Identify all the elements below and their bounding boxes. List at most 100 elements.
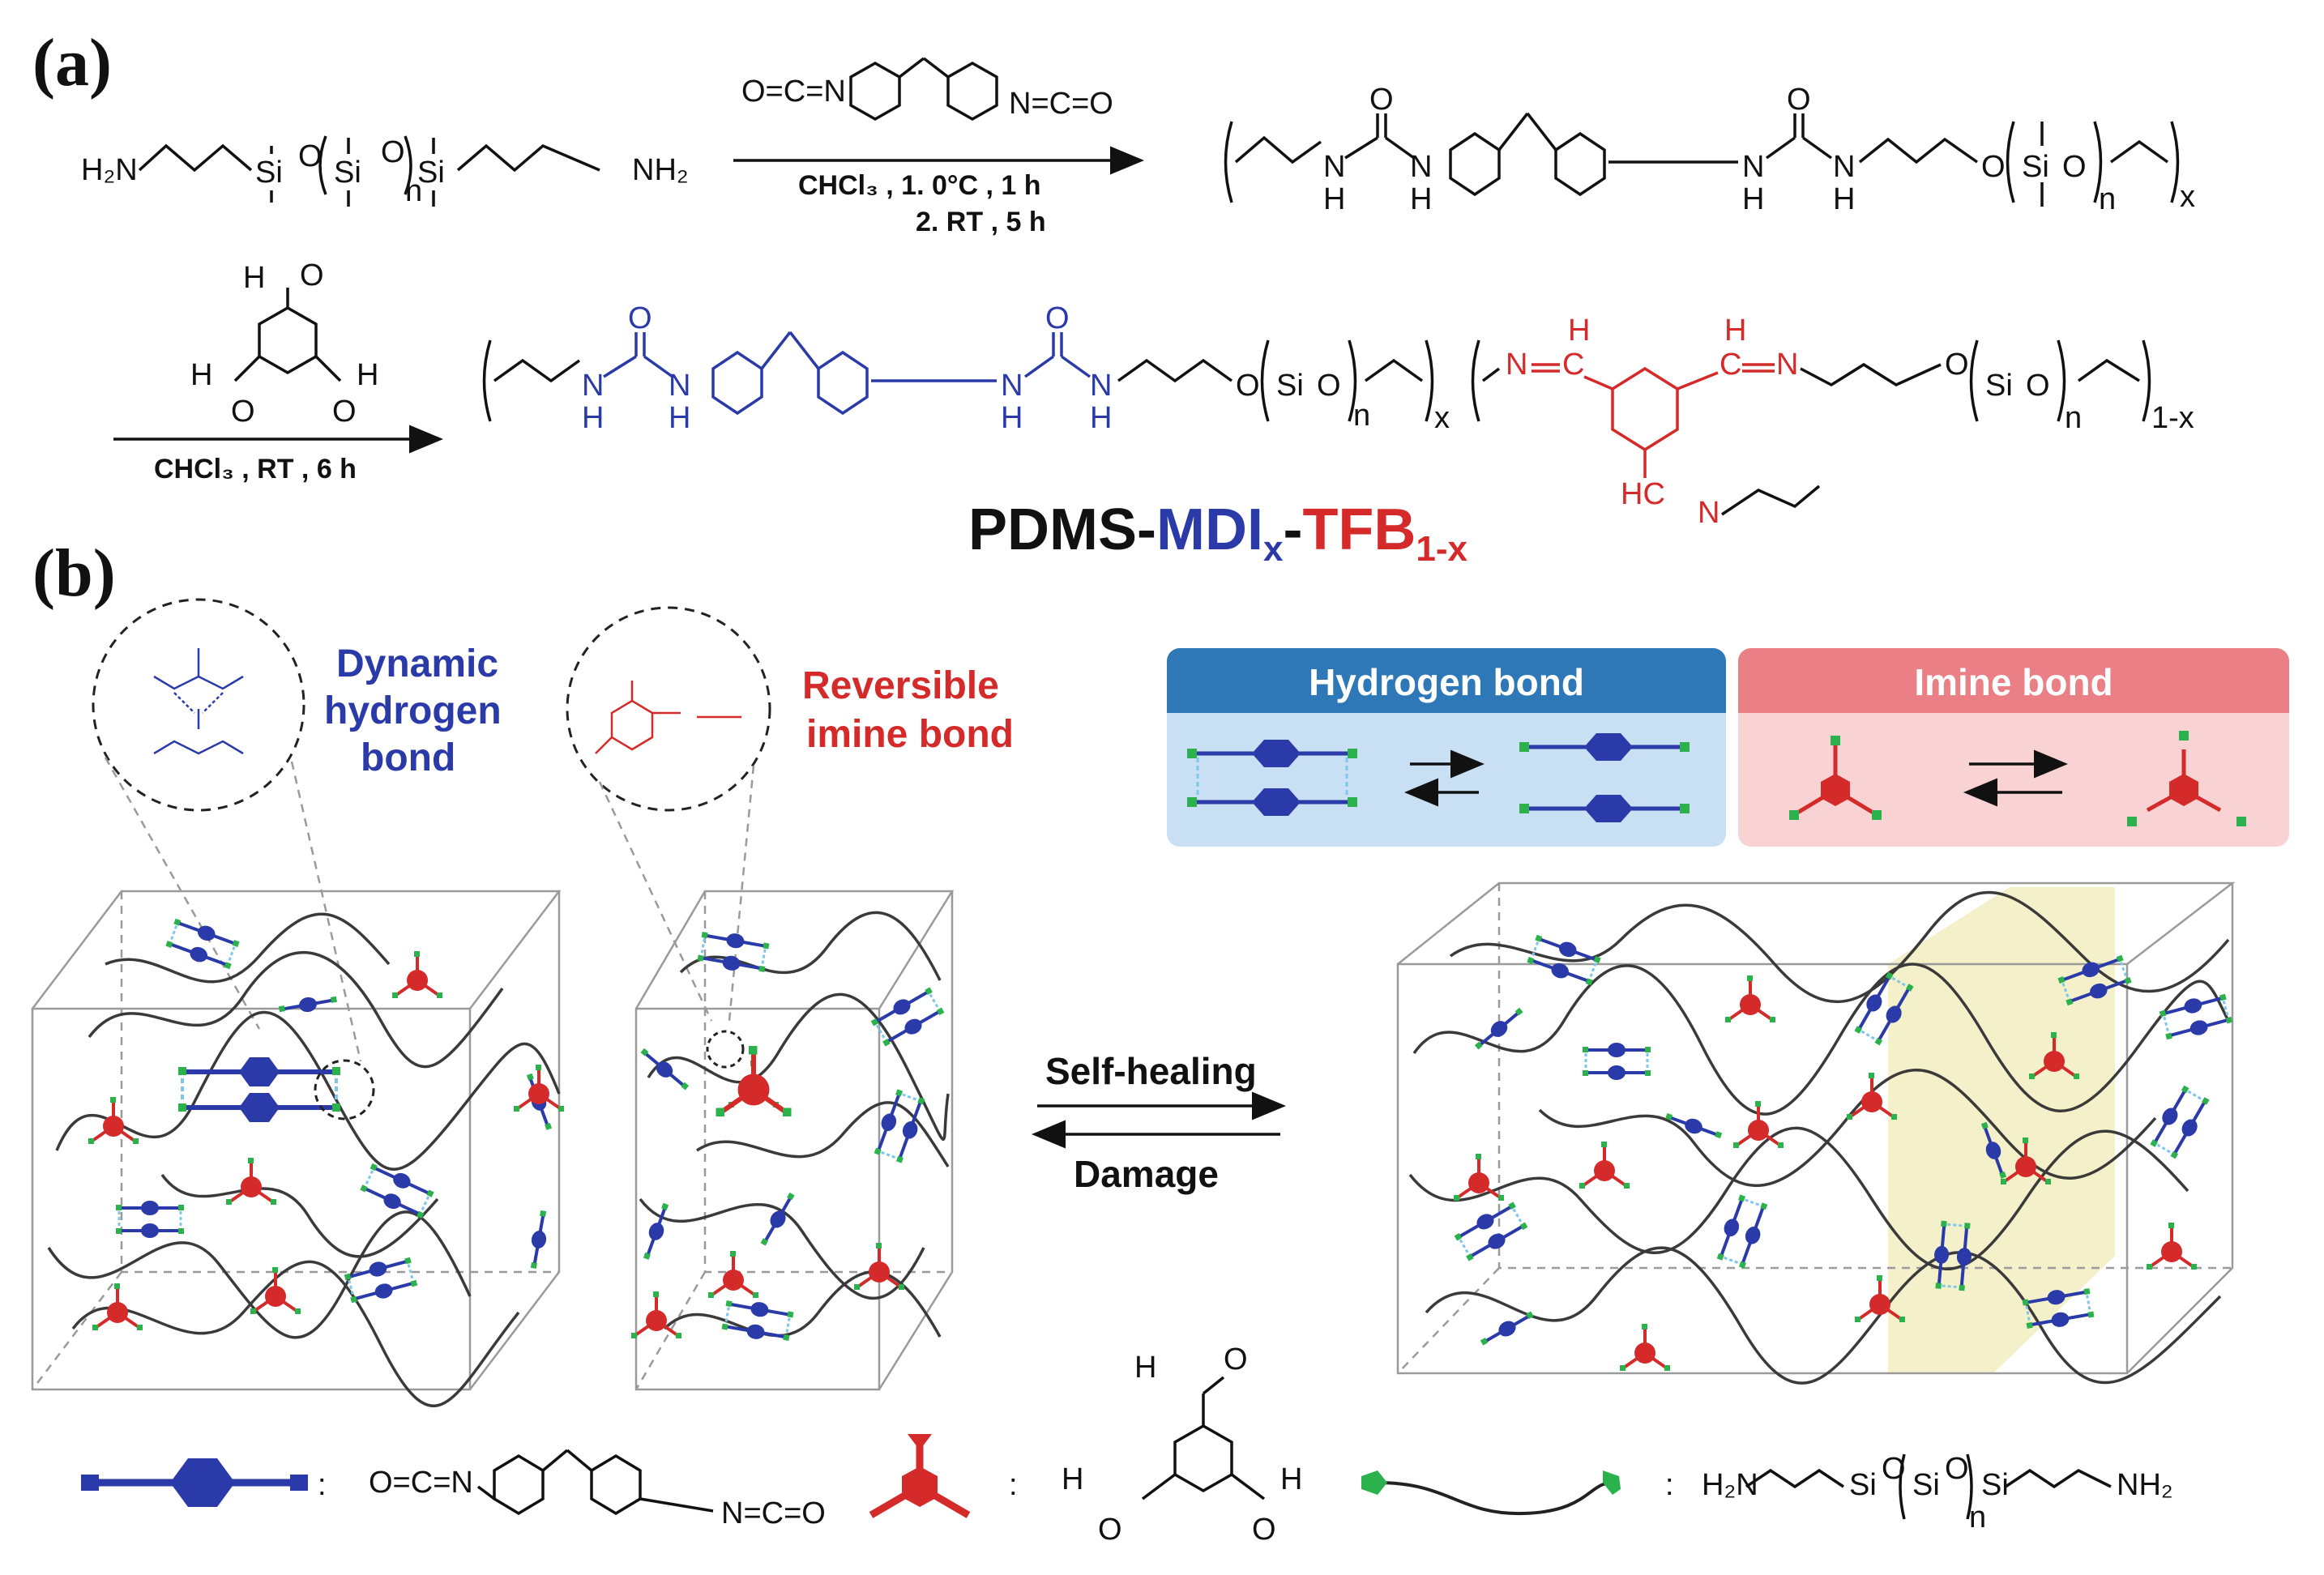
imine-callout-structure: [595, 681, 741, 754]
svg-text:Si: Si: [255, 156, 283, 190]
tfb-reagent: H O H O H O: [190, 258, 378, 429]
network-cube-healed: [1396, 881, 2236, 1375]
svg-text:O: O: [298, 139, 323, 173]
svg-text:H: H: [1410, 182, 1432, 216]
hbond-callout-structure: [153, 648, 244, 755]
svg-text::: :: [318, 1468, 327, 1502]
reactant-pdms-diamine: H₂N Si O Si O n Si NH₂: [81, 135, 689, 208]
svg-text:Si: Si: [417, 156, 445, 190]
svg-text::: :: [1009, 1468, 1018, 1502]
tfb-node-intact: [1789, 736, 1882, 820]
tfb-node-exchanged: [2127, 731, 2246, 826]
step1-conditions-2: 2. RT , 5 h: [916, 207, 1046, 237]
imine-bond-title: Imine bond: [1914, 661, 2113, 703]
svg-text:H: H: [1062, 1462, 1083, 1496]
amine-right-text: NH₂: [632, 153, 689, 187]
svg-text:O: O: [1369, 83, 1394, 117]
callout-blue-line2: hydrogen: [324, 689, 502, 732]
svg-text:N: N: [1323, 150, 1345, 184]
step1-conditions: CHCl₃ , 1. 0°C , 1 h: [798, 170, 1041, 201]
callout-red-line2: imine bond: [806, 713, 1014, 756]
hydrogen-bond-title: Hydrogen bond: [1309, 661, 1584, 703]
svg-text:Si: Si: [1276, 369, 1304, 403]
legend-mdi-structure: O=C=N N=C=O: [369, 1449, 826, 1530]
legend-pdms-structure: H₂N Si O Si O n Si NH₂: [1702, 1452, 2173, 1534]
svg-text:H: H: [1001, 401, 1023, 435]
svg-text:Si: Si: [1981, 1468, 2009, 1502]
panel-b-label: (b): [32, 536, 116, 611]
svg-text:H: H: [1280, 1462, 1302, 1496]
damage-label: Damage: [1074, 1153, 1219, 1195]
svg-text:H: H: [190, 358, 212, 392]
legend-pdms-symbol: [1361, 1470, 1621, 1516]
svg-text:H: H: [1090, 401, 1112, 435]
step2-conditions: CHCl₃ , RT , 6 h: [154, 454, 357, 484]
svg-text:N: N: [582, 369, 604, 403]
svg-text:H: H: [1724, 314, 1746, 348]
svg-text:x: x: [2180, 180, 2195, 214]
svg-text:O: O: [1045, 301, 1070, 335]
polymer-name: PDMS-MDIx-TFB1-x: [968, 497, 1468, 569]
svg-text:Si: Si: [1985, 369, 2013, 403]
svg-text:O: O: [231, 395, 255, 429]
svg-text:N: N: [1833, 150, 1855, 184]
svg-text:O: O: [2026, 369, 2050, 403]
imine-callout-circle: [566, 606, 771, 812]
hbond-callout-circle: [92, 598, 305, 812]
self-healing-label: Self-healing: [1045, 1050, 1257, 1092]
svg-text:O: O: [2062, 150, 2087, 184]
svg-text:O: O: [1252, 1513, 1276, 1547]
svg-text:O: O: [381, 135, 405, 169]
svg-text:O=C=N: O=C=N: [369, 1466, 473, 1500]
svg-text:x: x: [1434, 401, 1450, 435]
polymer-chains: [47, 890, 2230, 1407]
legend: : O=C=N N=C=O : H O H O: [81, 1342, 2173, 1547]
imine-bond-box: Imine bond: [1738, 648, 2289, 847]
svg-text:N: N: [669, 369, 690, 403]
panel-a-label: (a): [32, 25, 112, 100]
svg-text:O: O: [1098, 1513, 1122, 1547]
svg-text:N=C=O: N=C=O: [1009, 87, 1113, 121]
svg-text:n: n: [2099, 182, 2116, 216]
callout-red-line1: Reversible: [802, 664, 999, 707]
svg-text:H: H: [1568, 314, 1590, 348]
svg-text:O: O: [300, 258, 324, 292]
legend-tfb-symbol: [869, 1434, 971, 1518]
svg-text:n: n: [405, 174, 422, 208]
legend-mdi-symbol: [81, 1458, 308, 1507]
svg-text:H: H: [582, 401, 604, 435]
network-cube-left: [31, 890, 562, 1391]
svg-text:H: H: [1323, 182, 1345, 216]
svg-text:Si: Si: [1912, 1468, 1940, 1502]
svg-text:HC: HC: [1621, 477, 1665, 511]
svg-text:O: O: [1236, 369, 1260, 403]
svg-text:O: O: [1945, 348, 1969, 382]
svg-text:N=C=O: N=C=O: [721, 1496, 826, 1530]
svg-text:O: O: [1224, 1342, 1248, 1377]
svg-text:N: N: [1090, 369, 1112, 403]
svg-text:N: N: [1742, 150, 1764, 184]
svg-text:NH₂: NH₂: [2117, 1468, 2173, 1502]
svg-text:N: N: [1506, 348, 1527, 382]
svg-text:N: N: [1698, 496, 1720, 530]
svg-text:O=C=N: O=C=N: [741, 75, 846, 109]
svg-text:N: N: [1776, 348, 1798, 382]
callout-blue-line3: bond: [361, 736, 455, 779]
svg-text:C: C: [1562, 348, 1584, 382]
svg-text:N: N: [1410, 150, 1432, 184]
amine-left-text: H₂N: [81, 153, 138, 187]
svg-text:O: O: [1981, 150, 2006, 184]
legend-tfb-structure: H O H O H O: [1062, 1342, 1302, 1547]
mdi-reagent: O=C=N N=C=O: [741, 57, 1113, 122]
healing-zone: [1888, 887, 2115, 1373]
svg-text:n: n: [1969, 1500, 1986, 1534]
hydrogen-bond-box: Hydrogen bond: [1167, 648, 1726, 847]
svg-text:C: C: [1720, 348, 1741, 382]
svg-text:Si: Si: [2022, 150, 2049, 184]
svg-text:H: H: [243, 261, 265, 295]
svg-text:H: H: [1742, 182, 1764, 216]
svg-text:n: n: [1353, 399, 1370, 433]
svg-text:Si: Si: [1849, 1468, 1877, 1502]
intermediate-polymer: N H O N H N H O N H O Si O n x: [1224, 83, 2195, 216]
svg-text::: :: [1665, 1468, 1674, 1502]
